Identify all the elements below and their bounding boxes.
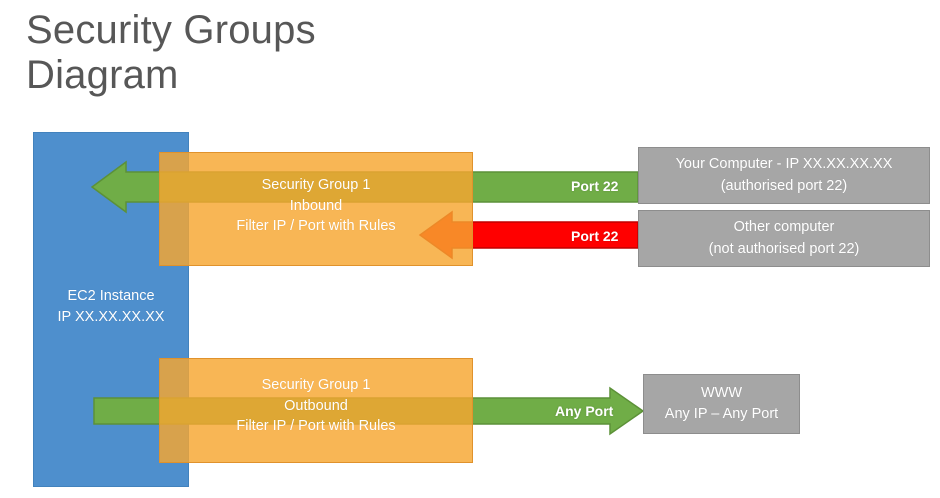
flow-label-allowed-outbound: Any Port bbox=[555, 403, 614, 419]
flow-label-blocked-inbound: Port 22 bbox=[571, 228, 619, 244]
security-group-outbound-label: Security Group 1 Outbound Filter IP / Po… bbox=[236, 377, 396, 435]
security-group-outbound-box bbox=[159, 358, 473, 463]
ec2-instance-label: EC2 Instance IP XX.XX.XX.XX bbox=[57, 288, 165, 326]
endpoint-other-computer: Other computer (not authorised port 22) bbox=[638, 210, 930, 267]
endpoint-www: WWW Any IP – Any Port bbox=[643, 374, 800, 434]
flow-label-allowed-inbound: Port 22 bbox=[571, 178, 619, 194]
security-group-inbound-label: Security Group 1 Inbound Filter IP / Por… bbox=[236, 177, 396, 235]
security-group-inbound-box bbox=[159, 152, 473, 266]
page-title: Security Groups Diagram bbox=[26, 8, 316, 97]
endpoint-your-computer: Your Computer - IP XX.XX.XX.XX (authoris… bbox=[638, 147, 930, 204]
